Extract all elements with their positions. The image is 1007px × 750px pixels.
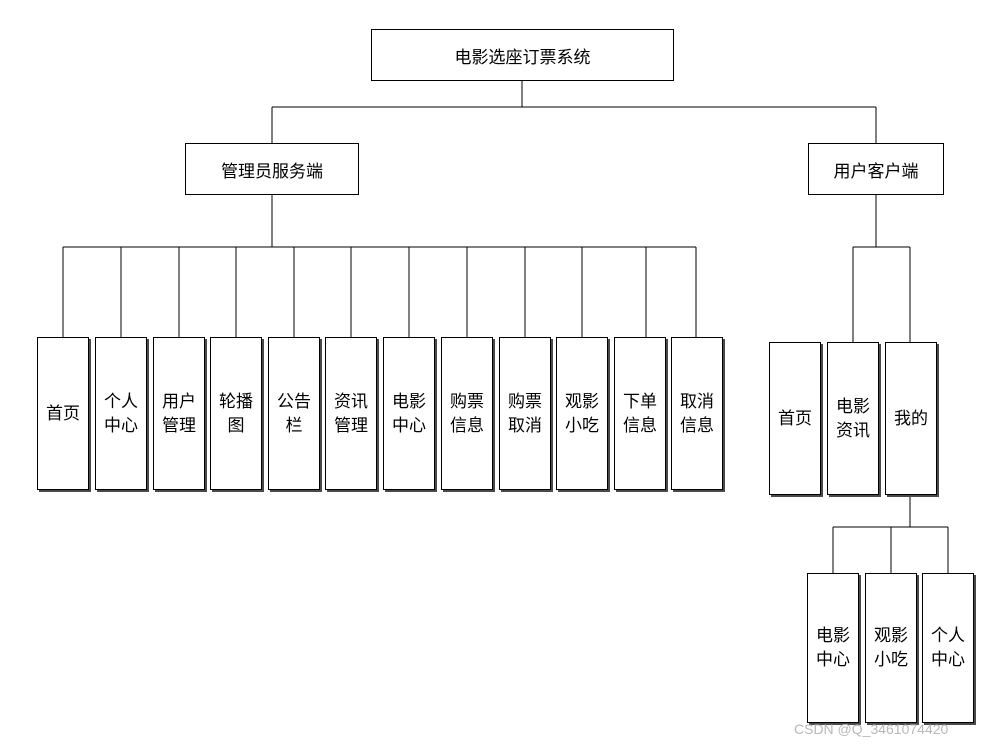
mine-item-label: 观影 小吃 — [874, 626, 908, 670]
client-node: 用户客户端 — [808, 143, 944, 195]
admin-item-home: 首页 — [37, 337, 89, 490]
admin-item-order-info: 下单 信息 — [614, 337, 666, 490]
mine-item-snacks: 观影 小吃 — [865, 573, 917, 723]
admin-item-user-management: 用户 管理 — [153, 337, 205, 490]
client-item-home: 首页 — [769, 342, 821, 495]
admin-item-label: 取消 信息 — [680, 391, 714, 436]
admin-item-label: 购票 信息 — [450, 391, 484, 436]
admin-item-snacks: 观影 小吃 — [556, 337, 608, 490]
admin-item-label: 首页 — [46, 403, 80, 424]
mine-item-label: 个人 中心 — [931, 626, 965, 670]
admin-item-label: 资讯 管理 — [334, 391, 368, 436]
admin-item-ticket-info: 购票 信息 — [441, 337, 493, 490]
root-label: 电影选座订票系统 — [454, 47, 591, 68]
admin-item-movie-center: 电影 中心 — [383, 337, 435, 490]
admin-item-cancel-info: 取消 信息 — [671, 337, 723, 490]
admin-node: 管理员服务端 — [185, 143, 359, 195]
admin-item-label: 购票 取消 — [508, 391, 542, 436]
admin-item-personal-center: 个人 中心 — [95, 337, 147, 490]
client-label: 用户客户端 — [833, 161, 919, 182]
admin-item-label: 用户 管理 — [162, 391, 196, 436]
mine-item-movie-center: 电影 中心 — [807, 573, 859, 723]
client-item-label: 首页 — [778, 408, 812, 429]
client-item-movie-news: 电影 资讯 — [827, 342, 879, 495]
admin-item-news-management: 资讯 管理 — [325, 337, 377, 490]
mine-item-personal-center: 个人 中心 — [922, 573, 974, 723]
watermark-text: CSDN @Q_3461074420 — [794, 721, 949, 737]
admin-label: 管理员服务端 — [221, 161, 323, 182]
admin-item-label: 观影 小吃 — [565, 391, 599, 436]
root-node: 电影选座订票系统 — [371, 29, 674, 81]
admin-item-ticket-cancel: 购票 取消 — [499, 337, 551, 490]
admin-item-label: 电影 中心 — [392, 391, 426, 436]
admin-item-label: 公告 栏 — [277, 391, 311, 436]
admin-item-bulletin: 公告 栏 — [268, 337, 320, 490]
admin-item-carousel: 轮播 图 — [210, 337, 262, 490]
admin-item-label: 下单 信息 — [623, 391, 657, 436]
client-item-label: 我的 — [894, 408, 928, 429]
client-item-label: 电影 资讯 — [836, 396, 870, 441]
client-item-mine: 我的 — [885, 342, 937, 495]
admin-item-label: 个人 中心 — [104, 391, 138, 436]
mine-item-label: 电影 中心 — [816, 626, 850, 670]
admin-item-label: 轮播 图 — [219, 391, 253, 436]
